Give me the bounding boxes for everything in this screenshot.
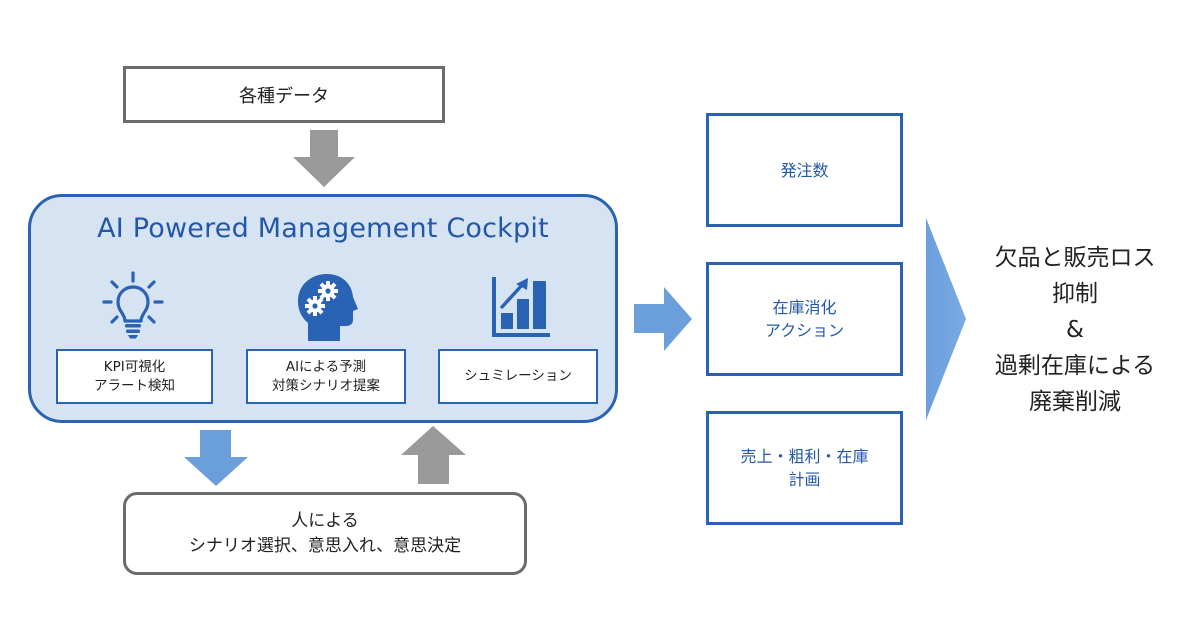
input-data-box: 各種データ (123, 66, 445, 123)
arrow-down-data-to-cockpit (293, 130, 355, 187)
output-order-quantity: 発注数 (706, 113, 903, 227)
feature-label-line: AIによる予測 (285, 358, 367, 375)
output-label-line: 発注数 (780, 160, 829, 180)
output-label-line: 売上・粗利・在庫 (740, 447, 869, 466)
arrow-up-human-to-cockpit (401, 426, 466, 484)
human-decision-line: シナリオ選択、意思入れ、意思決定 (188, 535, 462, 556)
feature-label-line: シュミレーション (464, 368, 572, 384)
feature-label-line: KPI可視化 (103, 358, 166, 375)
outcome-text: 欠品と販売ロス 抑制 & 過剰在庫による 廃棄削減 (965, 240, 1185, 420)
lightbulb-icon (98, 271, 168, 341)
outcome-line: 廃棄削減 (1029, 389, 1121, 415)
ai-cockpit-panel: AI Powered Management Cockpit (28, 194, 618, 423)
feature-label-line: アラート検知 (94, 377, 175, 394)
output-inventory-action: 在庫消化 アクション (706, 262, 903, 376)
outcome-line: & (1066, 317, 1084, 343)
human-decision-box: 人による シナリオ選択、意思入れ、意思決定 (123, 492, 527, 575)
feature-label-line: 対策シナリオ提案 (272, 377, 380, 394)
output-label-line: 計画 (788, 470, 821, 489)
outcome-line: 欠品と販売ロス (994, 245, 1156, 271)
feature-simulation: シュミレーション (438, 349, 598, 404)
feature-ai-forecast: AIによる予測 対策シナリオ提案 (246, 349, 406, 404)
output-sales-plan: 売上・粗利・在庫 計画 (706, 411, 903, 525)
cockpit-title: AI Powered Management Cockpit (97, 213, 549, 244)
feature-kpi-alert: KPI可視化 アラート検知 (56, 349, 213, 404)
outcome-line: 抑制 (1052, 281, 1098, 307)
arrow-down-cockpit-to-human (184, 430, 248, 486)
head-gears-icon (294, 271, 364, 341)
outcome-line: 過剰在庫による (994, 353, 1156, 379)
output-label-line: アクション (764, 321, 845, 340)
human-decision-line: 人による (291, 510, 359, 531)
chevron-right-to-outcome (926, 218, 966, 420)
output-label-line: 在庫消化 (772, 298, 837, 317)
bar-chart-growth-icon (486, 271, 556, 341)
arrow-right-cockpit-to-outputs (634, 287, 692, 351)
input-data-label: 各種データ (239, 85, 329, 107)
